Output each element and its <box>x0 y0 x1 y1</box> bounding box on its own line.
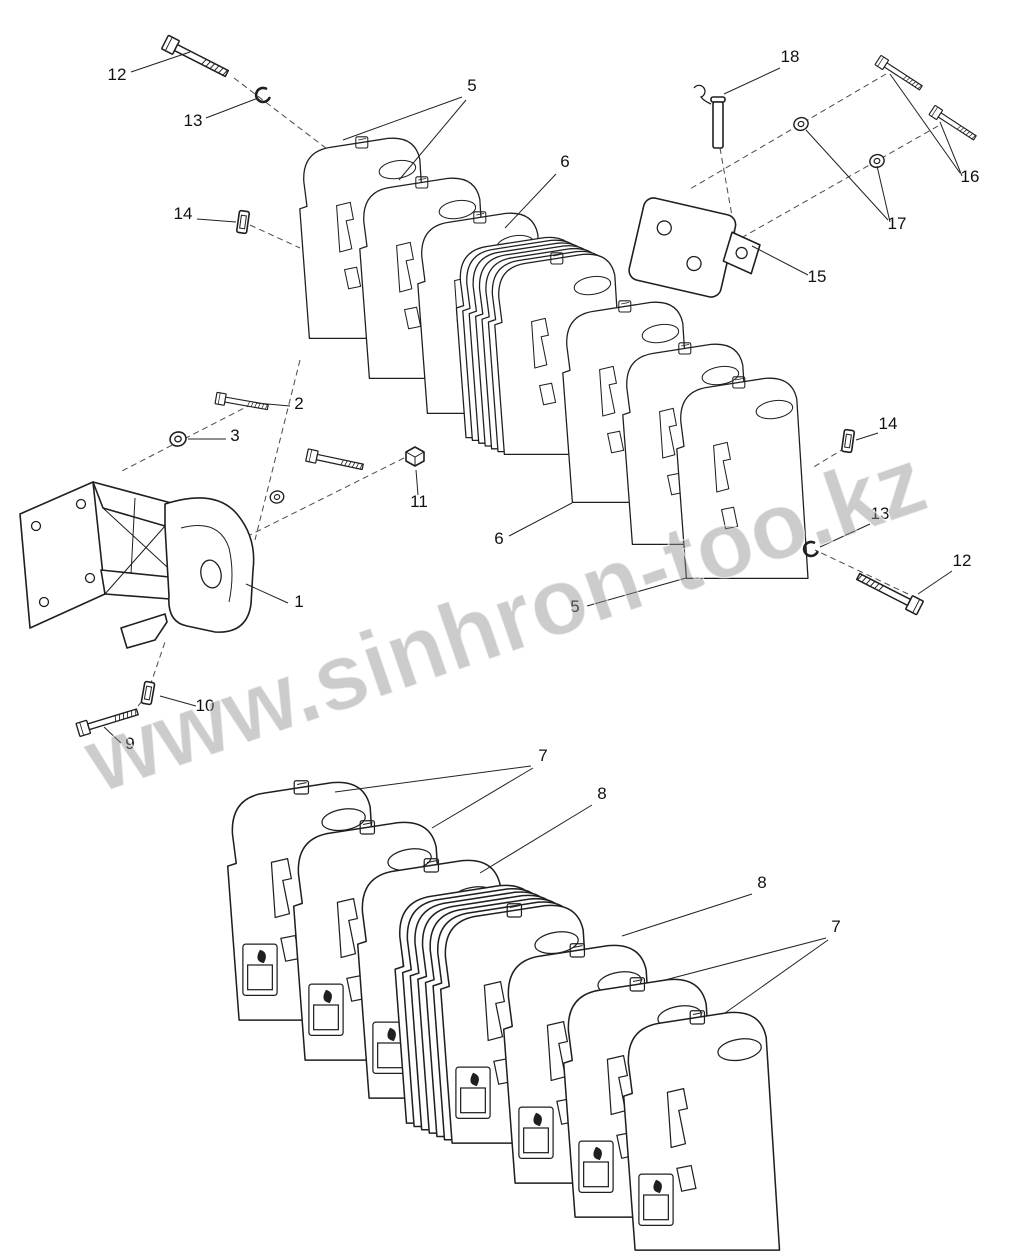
washer-clip-13-top <box>252 85 272 106</box>
washer-17-a <box>791 115 811 133</box>
leader-line-12-a-0 <box>130 51 191 73</box>
leader-line-7-a-0 <box>334 765 532 793</box>
callout-14-a: 14 <box>174 204 193 223</box>
leader-line-5-a-1 <box>398 99 467 181</box>
bolt-middle <box>305 448 365 474</box>
leader-line-11-0 <box>415 469 419 496</box>
leader-line-5-b-0 <box>586 577 687 607</box>
callout-17: 17 <box>888 214 907 233</box>
leader-line-14-a-0 <box>196 218 237 223</box>
callout-3: 3 <box>230 426 239 445</box>
mount-plate-15 <box>628 197 761 298</box>
callout-7-b: 7 <box>831 917 840 936</box>
leader-line-15-0 <box>751 245 809 276</box>
leader-line-1-0 <box>245 583 289 604</box>
leader-line-6-b-0 <box>508 502 573 537</box>
leader-line-2-0 <box>255 402 291 407</box>
leader-line-7-b-1 <box>724 939 829 1014</box>
callout-layer: 12 13 14 5 6 18 16 17 15 2 3 11 14 13 12 6 5 1 10 9 7 8 8 7 <box>103 47 980 1014</box>
callout-8-a: 8 <box>597 784 606 803</box>
leader-line-7-a-1 <box>431 767 534 829</box>
leader-line-5-a-0 <box>342 96 463 141</box>
leader-line-8-b-0 <box>621 893 753 937</box>
leader-line-7-b-0 <box>664 937 827 981</box>
leader-line-16-1 <box>939 121 963 177</box>
leader-line-18-0 <box>723 67 781 95</box>
callout-11: 11 <box>410 492 428 511</box>
callout-12-b: 12 <box>953 551 972 570</box>
callout-15: 15 <box>808 267 827 286</box>
callout-18: 18 <box>781 47 800 66</box>
leader-line-16-0 <box>889 73 961 174</box>
nut-11 <box>405 446 425 467</box>
callout-1: 1 <box>294 592 303 611</box>
leader-line-17-1 <box>876 165 891 223</box>
assembly-center-lines <box>119 73 939 707</box>
callout-12-a: 12 <box>108 65 127 84</box>
washer-middle <box>268 488 286 506</box>
callout-6-b: 6 <box>494 529 503 548</box>
bolt-12-right <box>853 568 925 616</box>
leader-line-8-a-0 <box>479 804 593 874</box>
front-weight-7-right <box>624 1011 780 1250</box>
leader-line-17-0 <box>805 129 889 221</box>
retainer-clip-14-left <box>235 209 251 235</box>
callout-7-a: 7 <box>538 746 547 765</box>
weight-carrier-bracket-1 <box>19 481 255 649</box>
callout-9: 9 <box>125 734 134 753</box>
leader-line-9-0 <box>103 726 122 744</box>
callout-13-a: 13 <box>184 111 203 130</box>
callout-8-b: 8 <box>757 873 766 892</box>
leader-line-12-b-0 <box>917 570 953 595</box>
callout-13-b: 13 <box>871 504 890 523</box>
leader-line-10-0 <box>159 695 197 707</box>
callout-5-a: 5 <box>467 76 476 95</box>
callout-10: 10 <box>196 696 215 715</box>
callout-6-a: 6 <box>560 152 569 171</box>
callout-16: 16 <box>961 167 980 186</box>
leader-line-13-a-0 <box>205 97 259 119</box>
pin-18 <box>693 84 726 149</box>
callout-14-b: 14 <box>879 414 898 433</box>
leader-line-13-b-0 <box>819 523 871 548</box>
leader-line-14-b-0 <box>855 432 879 441</box>
callout-5-b: 5 <box>570 597 579 616</box>
leader-line-6-a-0 <box>504 173 557 229</box>
bolt-16-b <box>928 104 979 144</box>
callout-2: 2 <box>294 394 303 413</box>
